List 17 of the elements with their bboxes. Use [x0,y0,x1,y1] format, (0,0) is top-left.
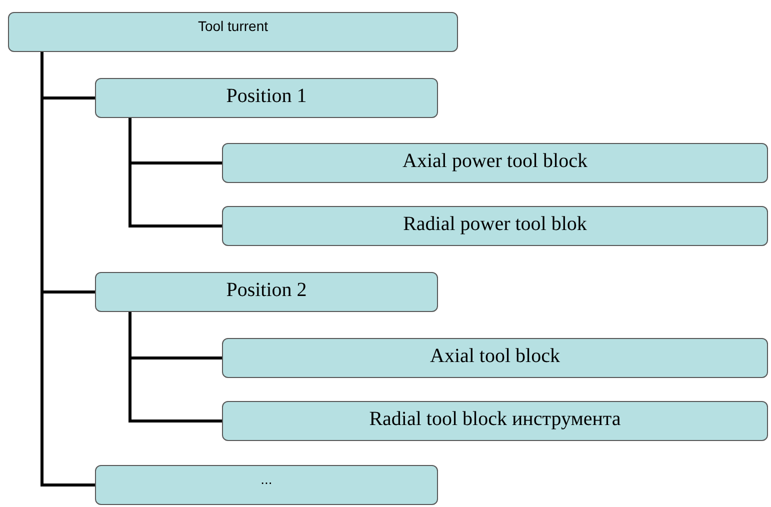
node-label: ... [260,470,272,488]
node-box [222,401,768,441]
node-box [8,12,458,52]
node-label: Position 1 [226,84,307,109]
node-box [95,78,438,118]
node-box [222,206,768,246]
node-label: Axial tool block [430,344,560,369]
node-box [95,465,438,505]
node-label: Tool turrent [198,17,268,35]
node-box [222,338,768,378]
node-box [95,272,438,312]
node-label: Radial tool block инструмента [369,407,621,432]
connector-line [128,312,222,422]
node-label: Axial power tool block [402,149,588,174]
node-label: Position 2 [226,278,307,303]
node-box [222,143,768,183]
node-label: Radial power tool blok [403,212,587,237]
